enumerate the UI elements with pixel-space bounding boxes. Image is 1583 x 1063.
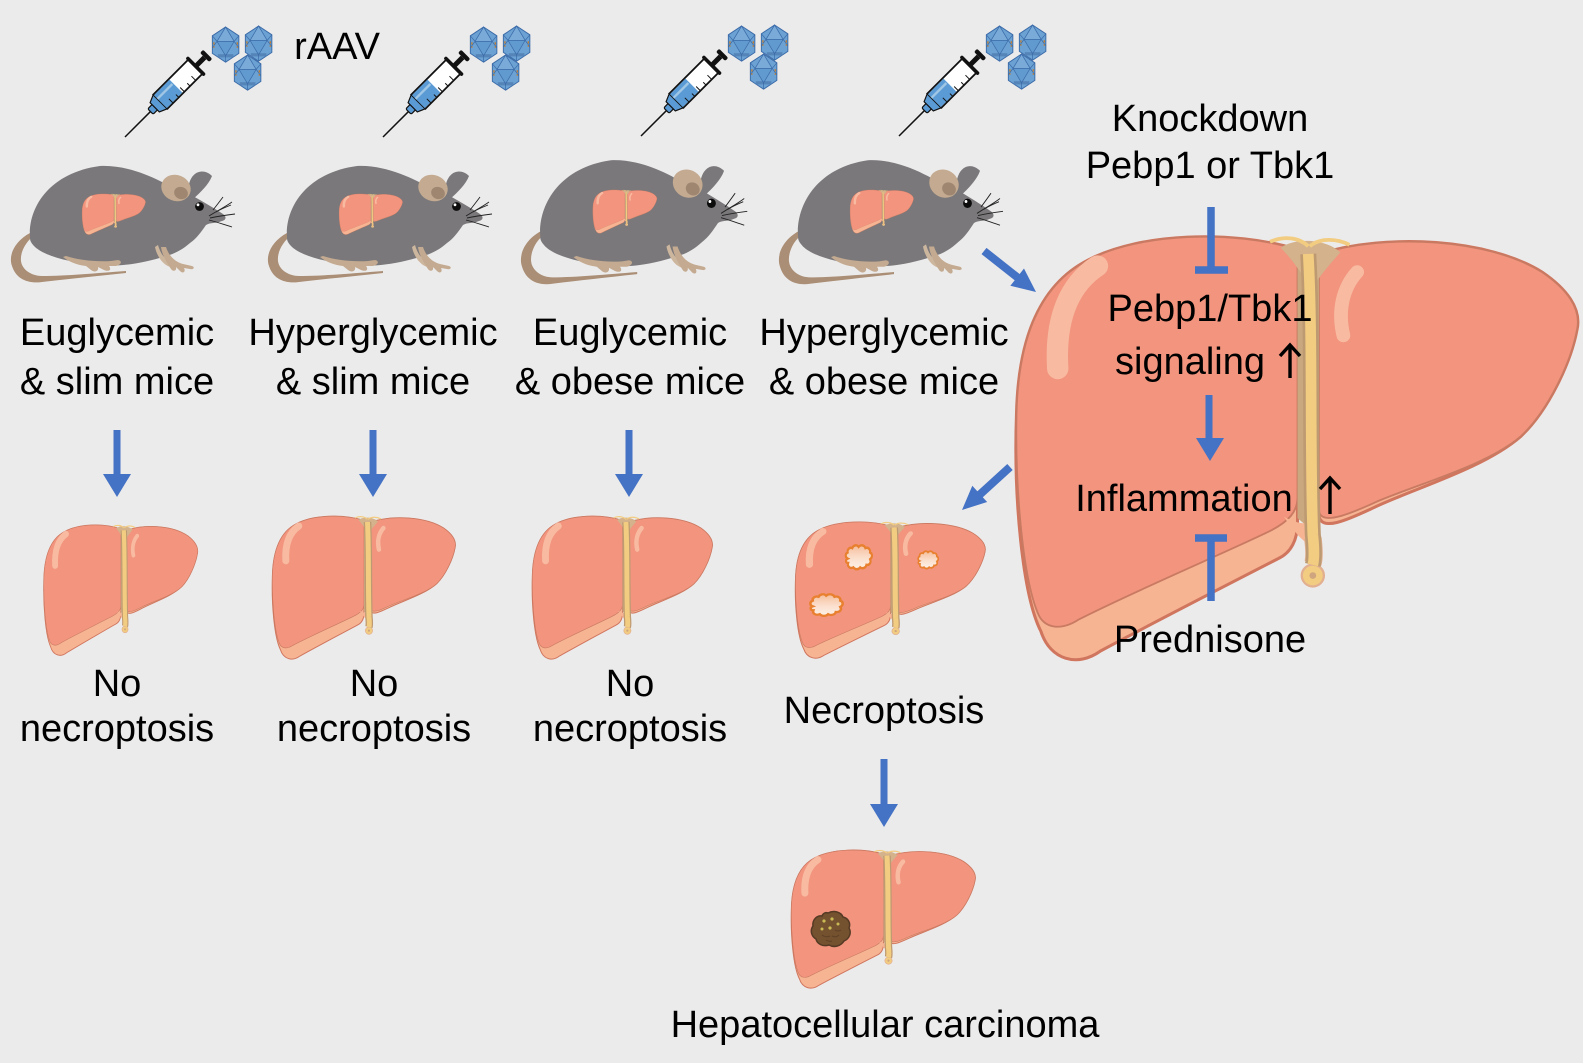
svg-text:Pebp1/Tbk1: Pebp1/Tbk1 [1108, 288, 1313, 330]
svg-text:Pebp1 or Tbk1: Pebp1 or Tbk1 [1086, 145, 1335, 187]
svg-text:necroptosis: necroptosis [533, 708, 727, 750]
svg-text:Inflammation: Inflammation [1075, 478, 1293, 520]
svg-text:necroptosis: necroptosis [20, 708, 214, 750]
svg-text:& slim mice: & slim mice [276, 361, 470, 403]
svg-text:Hyperglycemic: Hyperglycemic [248, 312, 497, 354]
svg-text:Necroptosis: Necroptosis [784, 690, 985, 732]
svg-text:rAAV: rAAV [294, 26, 381, 68]
svg-text:signaling: signaling [1115, 341, 1265, 383]
svg-text:No: No [606, 663, 655, 705]
svg-text:Hyperglycemic: Hyperglycemic [759, 312, 1008, 354]
svg-text:& obese mice: & obese mice [769, 361, 999, 403]
svg-text:Knockdown: Knockdown [1112, 98, 1308, 140]
svg-text:& slim mice: & slim mice [20, 361, 214, 403]
svg-text:& obese mice: & obese mice [515, 361, 745, 403]
svg-text:Prednisone: Prednisone [1114, 619, 1306, 661]
svg-text:Euglycemic: Euglycemic [533, 312, 727, 354]
svg-text:Hepatocellular carcinoma: Hepatocellular carcinoma [671, 1004, 1101, 1046]
svg-text:necroptosis: necroptosis [277, 708, 471, 750]
svg-text:No: No [93, 663, 142, 705]
svg-text:Euglycemic: Euglycemic [20, 312, 214, 354]
svg-text:No: No [350, 663, 399, 705]
